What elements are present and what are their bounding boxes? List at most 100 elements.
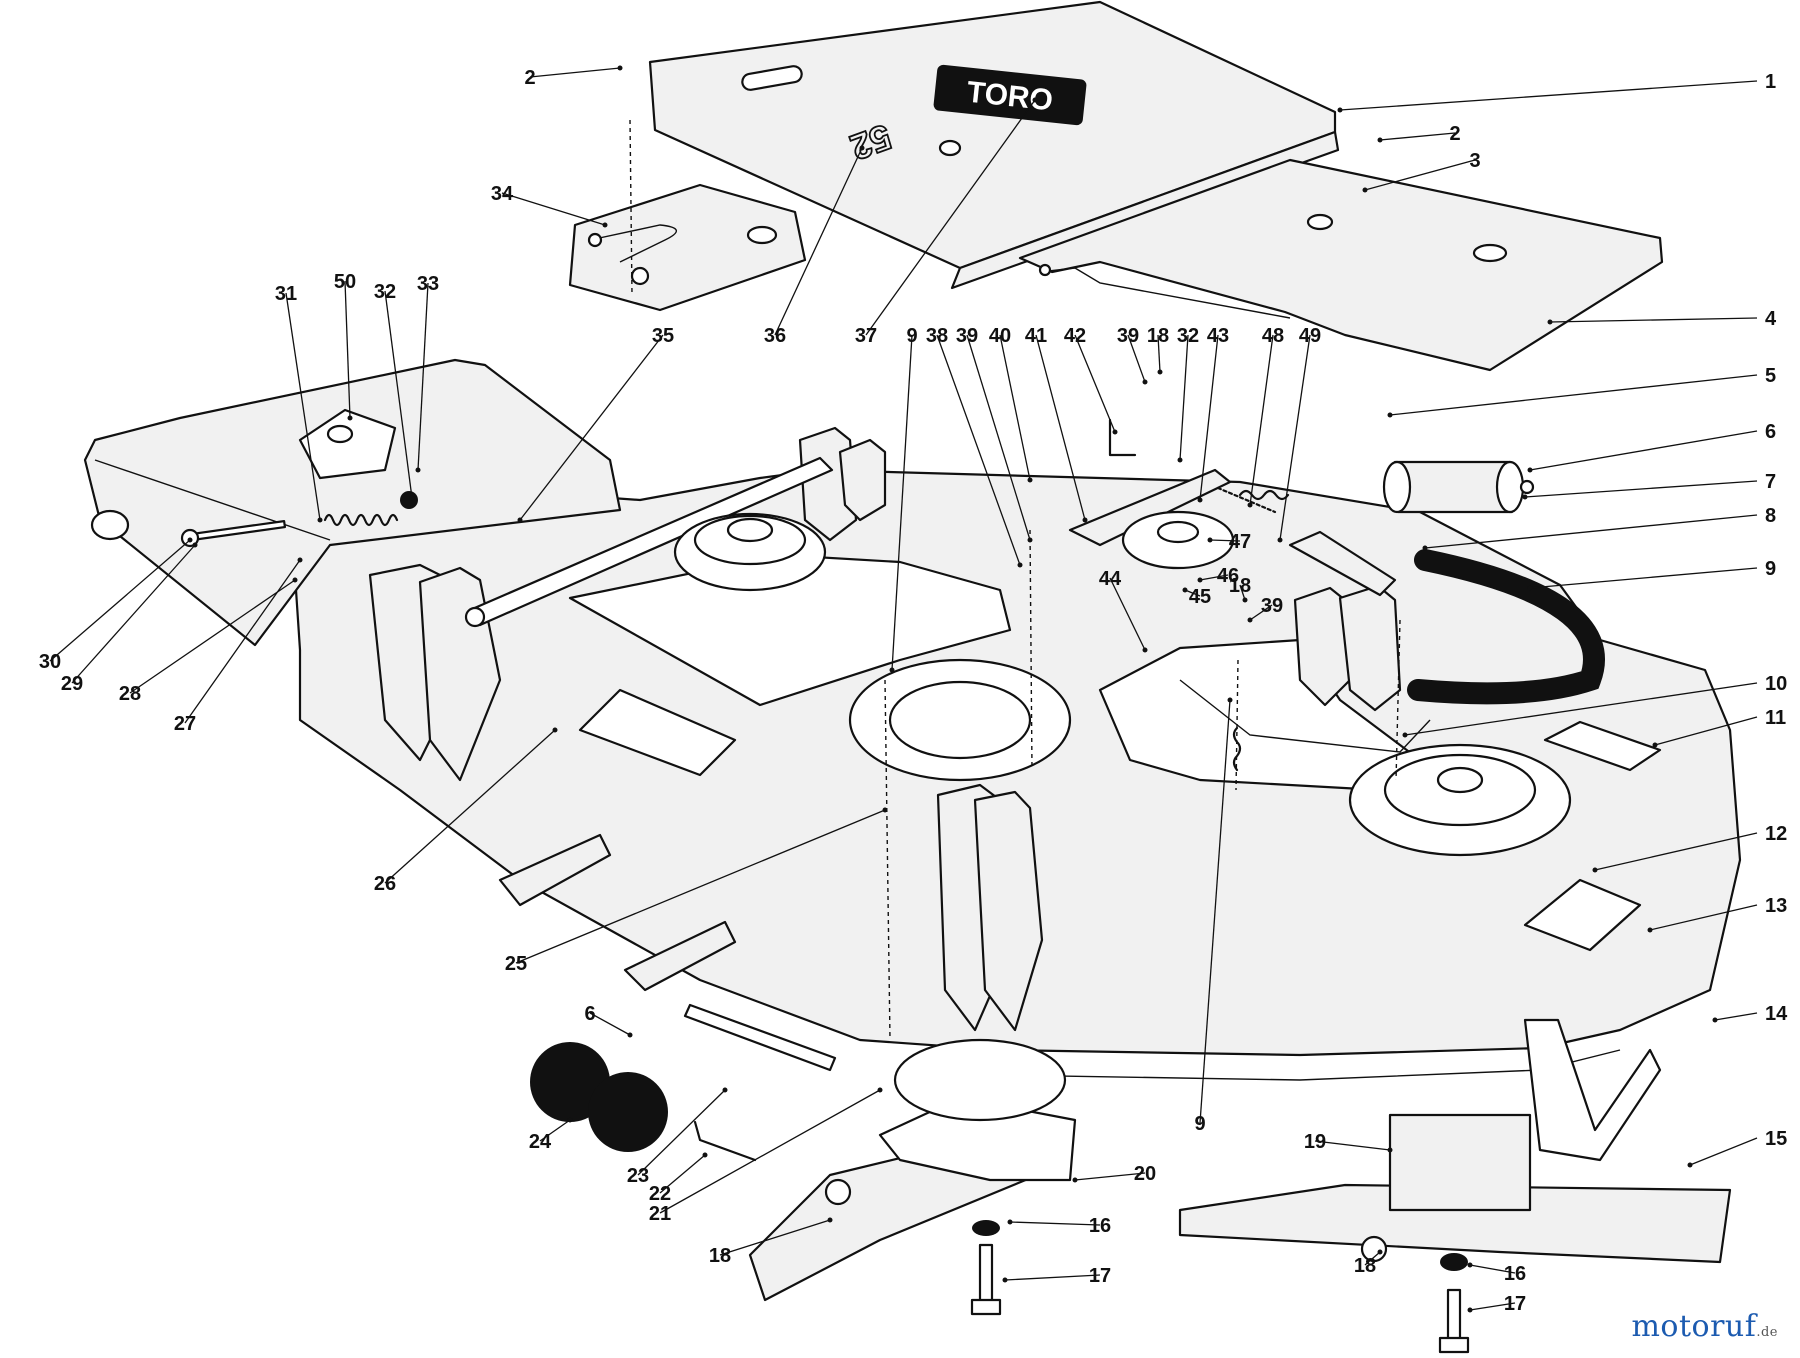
callout-leaders: [49, 65, 1758, 1313]
callout-leader: [1249, 334, 1274, 506]
callout-label: 29: [61, 673, 83, 695]
callout-leader: [1239, 584, 1246, 601]
callout-leader: [1364, 159, 1476, 191]
callout-leader: [1314, 1140, 1391, 1151]
toro-logo: TORO: [933, 64, 1087, 126]
callout-arrowhead: [1027, 537, 1033, 543]
callout-arrowhead: [347, 415, 353, 421]
callout-leader: [659, 1154, 706, 1194]
callout-arrowhead: [1247, 502, 1253, 508]
callout-arrowhead: [409, 495, 415, 501]
blades: [748, 1018, 1732, 1302]
callout-label: 44: [1099, 568, 1122, 590]
callout-arrowhead: [1227, 697, 1233, 703]
callout-label: 41: [1025, 325, 1047, 347]
anti-scalp-wheels: [498, 833, 837, 1152]
callout-arrowhead: [415, 467, 421, 473]
callout-label: 17: [1504, 1293, 1526, 1315]
lift-rod: [464, 456, 834, 628]
callout-arrowhead: [1277, 537, 1283, 543]
callout-arrowhead: [1242, 597, 1248, 603]
callout-label: 31: [275, 283, 297, 305]
callout-arrowhead: [1247, 617, 1253, 623]
callout-leader: [1594, 832, 1758, 871]
callout-label: 9: [1765, 558, 1776, 580]
left-cover-plate: [568, 183, 807, 312]
callout-leader: [1004, 1274, 1101, 1281]
callout-arrowhead: [1687, 1162, 1693, 1168]
callout-arrowhead: [192, 542, 198, 548]
callout-leader: [1364, 1251, 1381, 1266]
callout-arrowhead: [702, 1152, 708, 1158]
callout-arrowhead: [552, 727, 558, 733]
callout-leader: [659, 1089, 881, 1214]
blade-bolts: [824, 1178, 1470, 1354]
callout-arrowhead: [889, 667, 895, 673]
callout-label: 43: [1207, 325, 1229, 347]
callout-label: 49: [1299, 325, 1321, 347]
callout-label: 33: [417, 273, 439, 295]
callout-arrowhead: [1377, 1249, 1383, 1255]
callout-label: 23: [627, 1165, 649, 1187]
callout-leader: [1074, 334, 1116, 433]
callout-leader: [344, 280, 351, 419]
decal-left: [578, 688, 737, 777]
callout-arrowhead: [859, 145, 865, 151]
callout-arrowhead: [1197, 577, 1203, 583]
callout-arrowhead: [297, 557, 303, 563]
callout-label: 18: [1354, 1255, 1376, 1277]
callout-leader: [1179, 334, 1189, 461]
callout-leader: [71, 544, 196, 684]
callout-arrowhead: [1652, 742, 1658, 748]
callout-label: 25: [505, 953, 527, 975]
idler-pulley-assembly: [1068, 468, 1397, 597]
callout-leader: [637, 1089, 726, 1176]
callout-leader: [417, 282, 429, 471]
watermark-brand: motoruf: [1631, 1309, 1757, 1344]
callout-leader: [1529, 430, 1758, 471]
callout-label: 21: [649, 1203, 671, 1225]
callout-arrowhead: [627, 1032, 633, 1038]
callout-arrowhead: [1002, 1277, 1008, 1283]
callout-leader: [1404, 682, 1758, 736]
callout-label: 17: [1089, 1265, 1111, 1287]
callout-leader: [1184, 589, 1201, 597]
callout-arrowhead: [1032, 97, 1038, 103]
callout-leader: [519, 334, 664, 521]
callout-label: 39: [1117, 325, 1139, 347]
callout-arrowhead: [1182, 587, 1188, 593]
callout-label: 42: [1064, 325, 1086, 347]
callout-label: 48: [1262, 325, 1284, 347]
callout-label: 14: [1765, 1003, 1788, 1025]
callout-label: 37: [855, 325, 877, 347]
callout-label: 18: [1147, 325, 1169, 347]
callout-arrowhead: [827, 1217, 833, 1223]
callout-leader: [891, 334, 913, 671]
callout-arrowhead: [1377, 137, 1383, 143]
callout-arrowhead: [1007, 1219, 1013, 1225]
callout-leader: [1379, 132, 1456, 141]
callout-leader: [1649, 904, 1758, 931]
callout-arrowhead: [1157, 369, 1163, 375]
callout-label: 18: [709, 1245, 731, 1267]
callout-arrowhead: [1362, 187, 1368, 193]
callout-leader: [1469, 1302, 1516, 1311]
callout-leader: [1339, 80, 1758, 111]
callout-leader: [129, 579, 296, 694]
callout-leader: [1654, 716, 1758, 746]
callout-label: 27: [174, 713, 196, 735]
callout-arrowhead: [1402, 732, 1408, 738]
callout-leader: [719, 1219, 831, 1256]
callout-label: 24: [529, 1131, 552, 1153]
callout-label: 19: [1304, 1131, 1326, 1153]
callout-arrowhead: [1142, 647, 1148, 653]
callout-arrowhead: [1647, 927, 1653, 933]
callout-arrowhead: [317, 517, 323, 523]
callout-label: 2: [524, 67, 535, 89]
callout-label: 32: [1177, 325, 1199, 347]
front-height-brackets: [368, 426, 1402, 1032]
callout-arrowhead: [1387, 412, 1393, 418]
callout-arrowhead: [292, 577, 298, 583]
callout-label: 26: [374, 873, 396, 895]
callout-label: 9: [906, 325, 917, 347]
